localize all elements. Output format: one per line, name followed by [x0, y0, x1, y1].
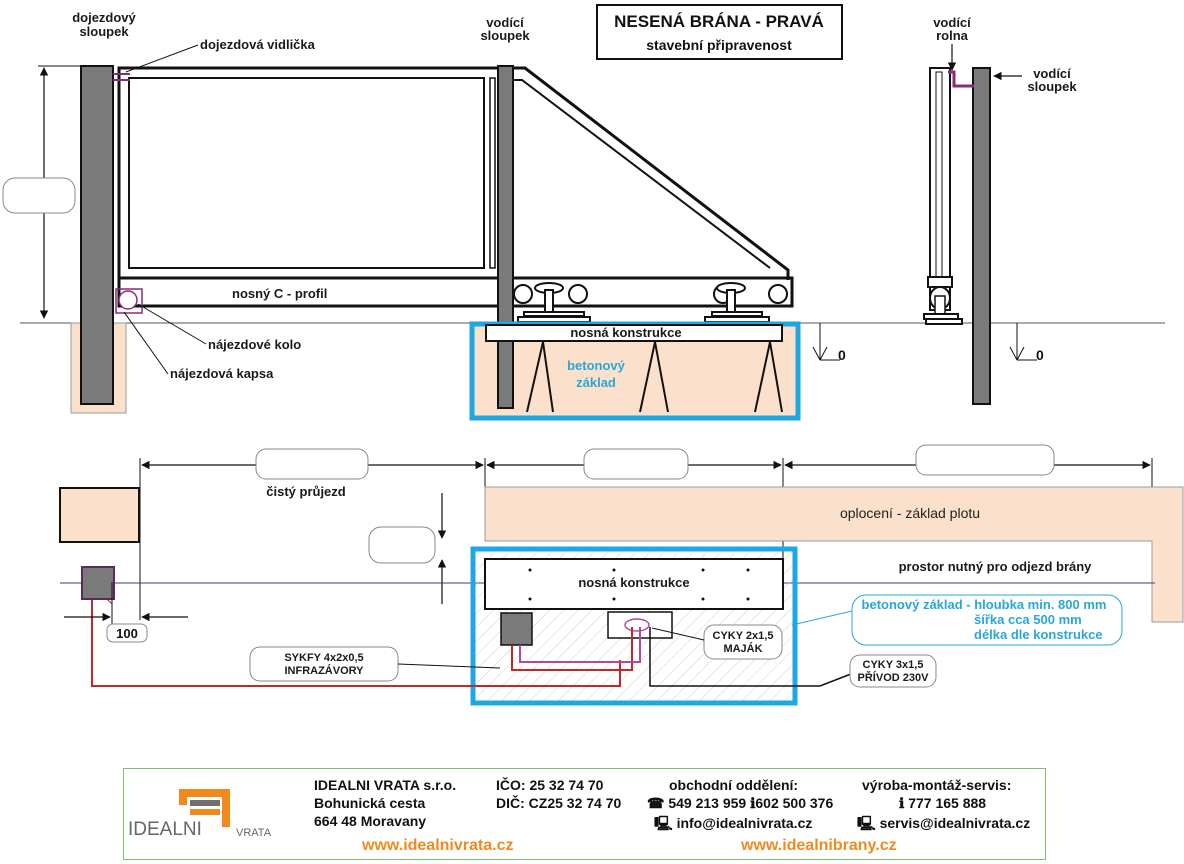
trolley-right [704, 282, 788, 323]
label-guide-roller-2: rolna [936, 28, 969, 43]
label-guide-roller-1: vodící [933, 15, 971, 30]
service-phone[interactable]: ℹ 777 165 888 [899, 795, 987, 811]
label-end-post-1: dojezdový [72, 10, 136, 25]
depth-value-field [368, 526, 436, 564]
url-left-link[interactable]: www.idealnivrata.cz [362, 837, 514, 854]
label-c-profile: nosný C - profil [232, 286, 327, 301]
label-sykfy-2: INFRAZÁVORY [284, 664, 364, 677]
logo-mark-icon [179, 789, 230, 827]
end-post-plan [81, 566, 115, 600]
logo-text-sub: VRATA [236, 827, 272, 839]
fence-foundation [484, 486, 1184, 623]
label-space-needed: prostor nutný pro odjezd brány [899, 559, 1093, 574]
anchor-legs [526, 341, 783, 413]
label-end-post-2: sloupek [79, 24, 129, 39]
label-cyky-feed-2: PŘÍVOD 230V [858, 671, 930, 684]
label-foundation-plan-3: délka dle konstrukce [974, 627, 1103, 642]
label-run-on-wheel: nájezdové kolo [208, 337, 301, 352]
service-title: výroba-montáž-servis: [862, 777, 1012, 793]
url-right-link[interactable]: www.idealnibrany.cz [741, 837, 897, 854]
carrying-structure-plan [484, 558, 784, 610]
clear-passage-value-field [255, 448, 369, 480]
technical-drawing: NESENÁ BRÁNA - PRAVÁ stavební připraveno… [2, 4, 1184, 706]
label-cyky-beacon-1: CYKY 2x1,5 [713, 630, 774, 642]
label-carrying-structure-elevation: nosná konstrukce [570, 325, 681, 340]
carrying-structure-elevation [485, 324, 783, 342]
cable-feed [511, 627, 633, 671]
company-dic: DIČ: CZ25 32 74 70 [496, 795, 622, 811]
height-value-field [2, 177, 76, 214]
end-post [80, 65, 114, 405]
label-guide-post-2: sloupek [480, 28, 530, 43]
sales-email[interactable]: 🖳 info@idealnivrata.cz [654, 815, 813, 831]
callout-cyky-beacon [703, 624, 783, 660]
trolley-left [513, 282, 591, 323]
label-cyky-beacon-2: MAJÁK [723, 642, 762, 655]
level-zero-elevation: 0 [838, 347, 846, 363]
label-cyky-feed-1: CYKY 3x1,5 [863, 659, 924, 671]
structure-value-field [583, 448, 689, 480]
label-side-guide-post-2: sloupek [1027, 79, 1077, 94]
label-foundation-plan-2: šířka cca 500 mm [974, 612, 1082, 627]
label-fence: oplocení - základ plotu [840, 505, 980, 521]
cable-infrared [91, 588, 621, 687]
label-clear-passage: čistý průjezd [266, 484, 346, 499]
cable-beacon [519, 627, 641, 663]
gate-panel [128, 77, 485, 269]
title-sub: stavební připravenost [646, 37, 792, 53]
callout-foundation [851, 594, 1123, 646]
label-foundation-1: betonový [567, 358, 626, 373]
sales-phones[interactable]: ☎ 549 213 959 ℹ602 500 376 [647, 795, 834, 811]
offset-field [106, 623, 148, 643]
logo-text-main: IDEALNI [128, 819, 202, 840]
company-ico: IČO: 25 32 74 70 [496, 777, 604, 793]
sales-title: obchodní oddělení: [669, 777, 799, 793]
company-footer: IDEALNI VRATA IDEALNI VRATA s.r.o. Bohun… [123, 768, 1046, 860]
company-name: IDEALNI VRATA s.r.o. [314, 777, 457, 793]
label-foundation-2: základ [576, 375, 616, 390]
gate-tail [513, 66, 790, 280]
company-logo [124, 783, 304, 853]
side-guide-roller [948, 70, 974, 88]
carrying-c-profile [117, 276, 794, 308]
service-email[interactable]: 🖳 servis@idealnivrata.cz [857, 815, 1031, 831]
tail-value-field [915, 444, 1055, 476]
label-sykfy-1: SYKFY 4x2x0,5 [284, 652, 363, 664]
label-run-on-pocket: nájezdová kapsa [170, 366, 274, 381]
company-city: 664 48 Moravany [314, 813, 427, 829]
end-post-foundation-plan [59, 487, 140, 543]
run-on-pocket [115, 288, 143, 314]
control-box [500, 612, 533, 646]
conduit-end [624, 618, 650, 632]
title-box [596, 4, 843, 60]
label-guide-post-1: vodící [486, 15, 524, 30]
title-main: NESENÁ BRÁNA - PRAVÁ [614, 12, 824, 31]
label-offset-100: 100 [116, 626, 138, 641]
label-carrying-structure-plan: nosná konstrukce [578, 575, 689, 590]
company-street: Bohunická cesta [314, 795, 426, 811]
label-foundation-plan-1: betonový základ - hloubka min. 800 mm [862, 597, 1107, 612]
label-side-guide-post-1: vodící [1033, 66, 1071, 81]
label-end-fork: dojezdová vidlička [200, 37, 316, 52]
level-zero-side: 0 [1036, 347, 1044, 363]
callout-cyky-feed [849, 654, 937, 688]
side-guide-post [972, 67, 991, 405]
run-on-wheel [118, 290, 138, 310]
